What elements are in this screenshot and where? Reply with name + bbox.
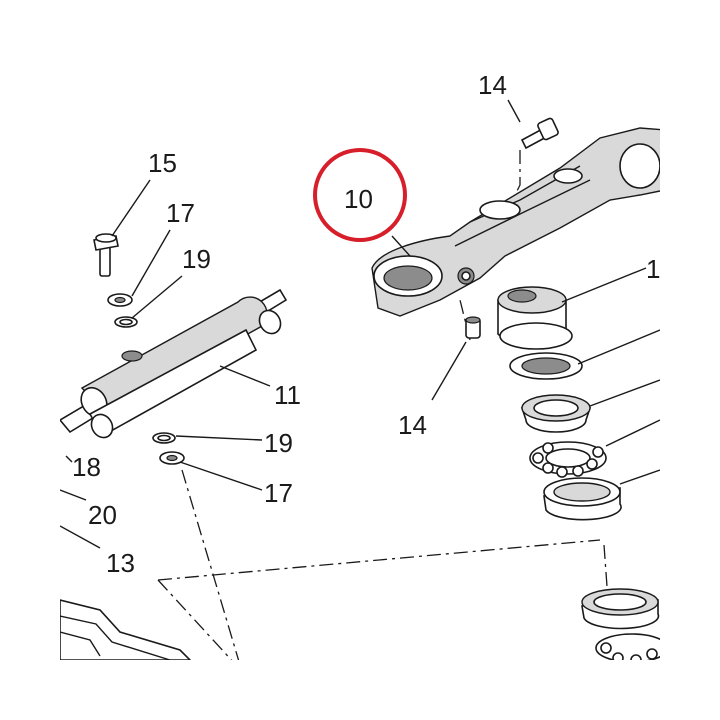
callout-19-lower: 19 — [264, 428, 293, 458]
drawing-area: 14 15 17 19 11 19 17 18 20 13 14 12 10 — [60, 70, 675, 660]
callout-15: 15 — [148, 148, 177, 178]
callout-20: 20 — [88, 500, 117, 530]
callout-12: 12 — [646, 254, 675, 284]
callout-10: 10 — [344, 184, 373, 214]
callout-11: 11 — [274, 380, 301, 410]
steering-stem-stack — [497, 286, 622, 521]
callout-19-upper: 19 — [182, 244, 211, 274]
leader-lines — [60, 99, 660, 549]
washer-17-upper — [107, 293, 133, 307]
washer-19-upper — [114, 316, 138, 328]
callout-17-lower: 17 — [264, 478, 293, 508]
frame-fragment — [60, 599, 192, 660]
callout-labels: 14 15 17 19 11 19 17 18 20 13 14 12 10 — [72, 70, 675, 578]
steering-damper — [60, 288, 288, 439]
bolt-14-upper — [520, 117, 559, 150]
washer-17-lower — [159, 451, 185, 465]
highlight-circle — [313, 148, 407, 242]
callout-13: 13 — [106, 548, 135, 578]
callout-14-upper: 14 — [478, 70, 507, 100]
lower-bearing-stack — [581, 588, 660, 660]
upper-triple-clamp — [371, 127, 660, 317]
bearing-balls — [532, 442, 604, 478]
washer-19-lower — [152, 432, 176, 444]
bolt-15 — [93, 233, 119, 277]
assembly-axis-lines — [157, 150, 609, 660]
bolt-14-lower — [465, 316, 481, 339]
callout-18: 18 — [72, 452, 101, 482]
callout-17-upper: 17 — [166, 198, 195, 228]
callout-14-lower: 14 — [398, 410, 427, 440]
